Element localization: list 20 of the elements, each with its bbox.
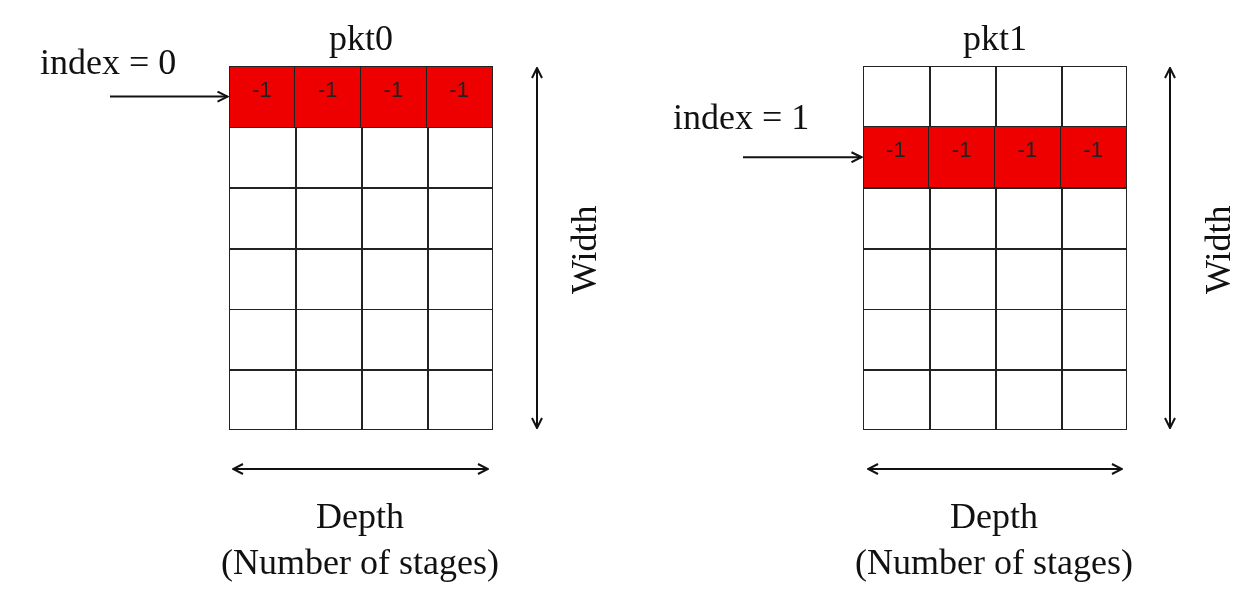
grid-title: pkt1 bbox=[962, 18, 1028, 58]
highlighted-row bbox=[228, 65, 493, 128]
cell-value: -1 bbox=[448, 75, 470, 104]
index-label: index = 1 bbox=[673, 97, 810, 137]
arrow bbox=[742, 151, 863, 164]
cell-value: -1 bbox=[295, 66, 361, 127]
width-label: Width bbox=[1197, 204, 1239, 297]
cell-value: -1 bbox=[229, 66, 296, 127]
cell-value: -1 bbox=[863, 127, 930, 188]
index-label: index = 0 bbox=[40, 42, 177, 82]
arrow bbox=[109, 90, 229, 103]
cell-value: -1 bbox=[995, 127, 1061, 188]
cell-value: -1 bbox=[929, 127, 995, 188]
width-label: Width bbox=[563, 204, 605, 297]
depth-label: Depth (Number of stages) bbox=[854, 495, 1134, 584]
depth-label: Depth (Number of stages) bbox=[220, 495, 500, 584]
cell-value: -1 bbox=[361, 66, 427, 127]
highlighted-row bbox=[862, 126, 1127, 189]
cell-value: -1 bbox=[1082, 136, 1104, 165]
grid-title: pkt0 bbox=[328, 18, 394, 58]
